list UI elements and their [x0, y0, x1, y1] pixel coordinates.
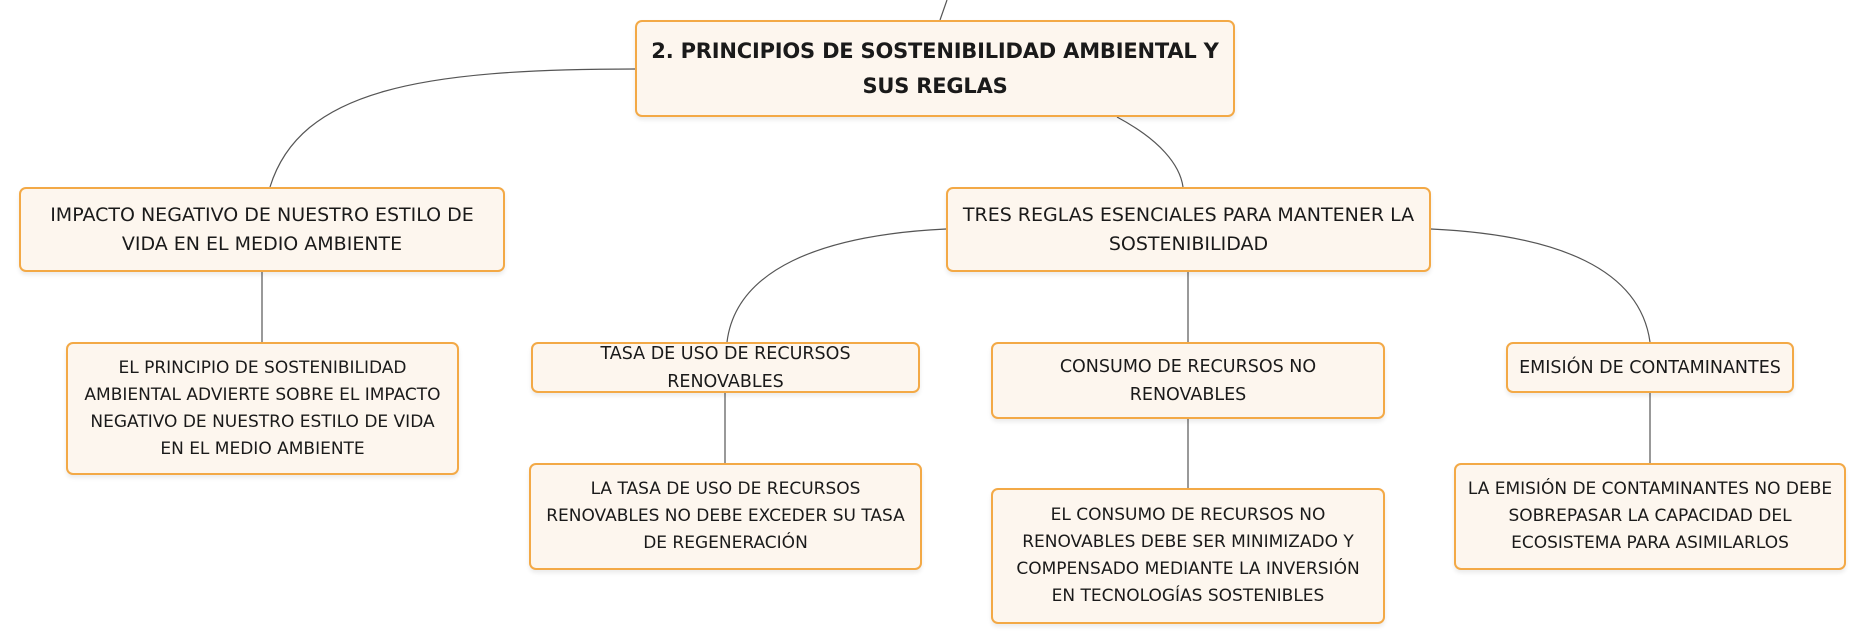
root-node-label: 2. PRINCIPIOS DE SOSTENIBILIDAD AMBIENTA… — [651, 38, 1219, 98]
pollutant-emission-detail-label: LA EMISIÓN DE CONTAMINANTES NO DEBE SOBR… — [1467, 479, 1833, 553]
impact-detail-node[interactable]: EL PRINCIPIO DE SOSTENIBILIDAD AMBIENTAL… — [66, 342, 459, 475]
impact-detail-label: EL PRINCIPIO DE SOSTENIBILIDAD AMBIENTAL… — [84, 357, 441, 459]
renewable-rate-label: TASA DE USO DE RECURSOS RENOVABLES — [600, 343, 851, 392]
root-node[interactable]: 2. PRINCIPIOS DE SOSTENIBILIDAD AMBIENTA… — [635, 20, 1235, 117]
pollutant-emission-node[interactable]: EMISIÓN DE CONTAMINANTES — [1506, 342, 1794, 393]
connector-rules-pollutants — [1430, 228, 1651, 343]
renewable-rate-node[interactable]: TASA DE USO DE RECURSOS RENOVABLES — [531, 342, 920, 393]
renewable-rate-detail-node[interactable]: LA TASA DE USO DE RECURSOS RENOVABLES NO… — [529, 463, 922, 570]
pollutant-emission-detail-node[interactable]: LA EMISIÓN DE CONTAMINANTES NO DEBE SOBR… — [1454, 463, 1846, 570]
impact-node-label: IMPACTO NEGATIVO DE NUESTRO ESTILO DE VI… — [50, 203, 474, 255]
pollutant-emission-label: EMISIÓN DE CONTAMINANTES — [1519, 357, 1781, 378]
rules-node[interactable]: TRES REGLAS ESENCIALES PARA MANTENER LA … — [946, 187, 1431, 272]
connector-root-impact — [269, 68, 636, 188]
rules-node-label: TRES REGLAS ESENCIALES PARA MANTENER LA … — [962, 203, 1415, 255]
nonrenewable-consumption-detail-label: EL CONSUMO DE RECURSOS NO RENOVABLES DEB… — [1016, 505, 1360, 606]
nonrenewable-consumption-node[interactable]: CONSUMO DE RECURSOS NO RENOVABLES — [991, 342, 1385, 419]
impact-node[interactable]: IMPACTO NEGATIVO DE NUESTRO ESTILO DE VI… — [19, 187, 505, 272]
connector-incoming-root — [939, 0, 948, 21]
connector-root-rules — [1116, 116, 1184, 188]
connector-rules-renewable — [726, 228, 947, 343]
nonrenewable-consumption-label: CONSUMO DE RECURSOS NO RENOVABLES — [1059, 356, 1317, 405]
renewable-rate-detail-label: LA TASA DE USO DE RECURSOS RENOVABLES NO… — [546, 479, 905, 553]
nonrenewable-consumption-detail-node[interactable]: EL CONSUMO DE RECURSOS NO RENOVABLES DEB… — [991, 488, 1385, 624]
